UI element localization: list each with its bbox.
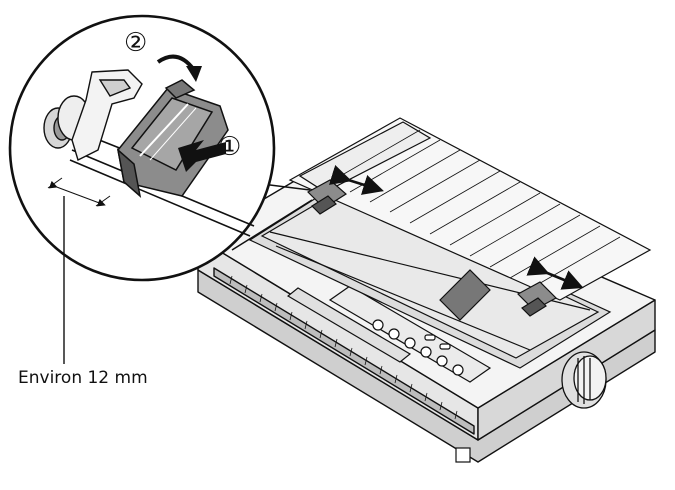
platen-knob	[561, 351, 607, 409]
panel-button	[436, 355, 448, 367]
paper-guide-ribs	[329, 129, 621, 290]
front-vent-ribs	[229, 275, 458, 420]
control-panel	[286, 285, 492, 383]
carriage-well	[248, 185, 612, 369]
black-arrow-left-icon	[178, 140, 226, 172]
rear-latch	[455, 447, 471, 463]
curved-arrow-icon	[156, 54, 202, 82]
double-headed-arrow-icon	[328, 164, 384, 195]
panel-button	[388, 328, 400, 340]
panel-button	[420, 346, 432, 358]
panel-button	[404, 337, 416, 349]
measurement-label: Environ 12 mm	[18, 368, 148, 388]
tractor-bracket	[71, 69, 143, 161]
panel-indicator	[439, 343, 451, 350]
tractor-unit-zoomed	[116, 79, 229, 198]
double-headed-arrow-icon	[526, 256, 584, 290]
step-one-label: ①	[218, 132, 242, 162]
step-two-label: ②	[124, 28, 148, 58]
panel-button	[372, 319, 384, 331]
measurement-indicator	[47, 177, 111, 364]
panel-button	[452, 364, 464, 376]
panel-indicator	[424, 334, 436, 341]
